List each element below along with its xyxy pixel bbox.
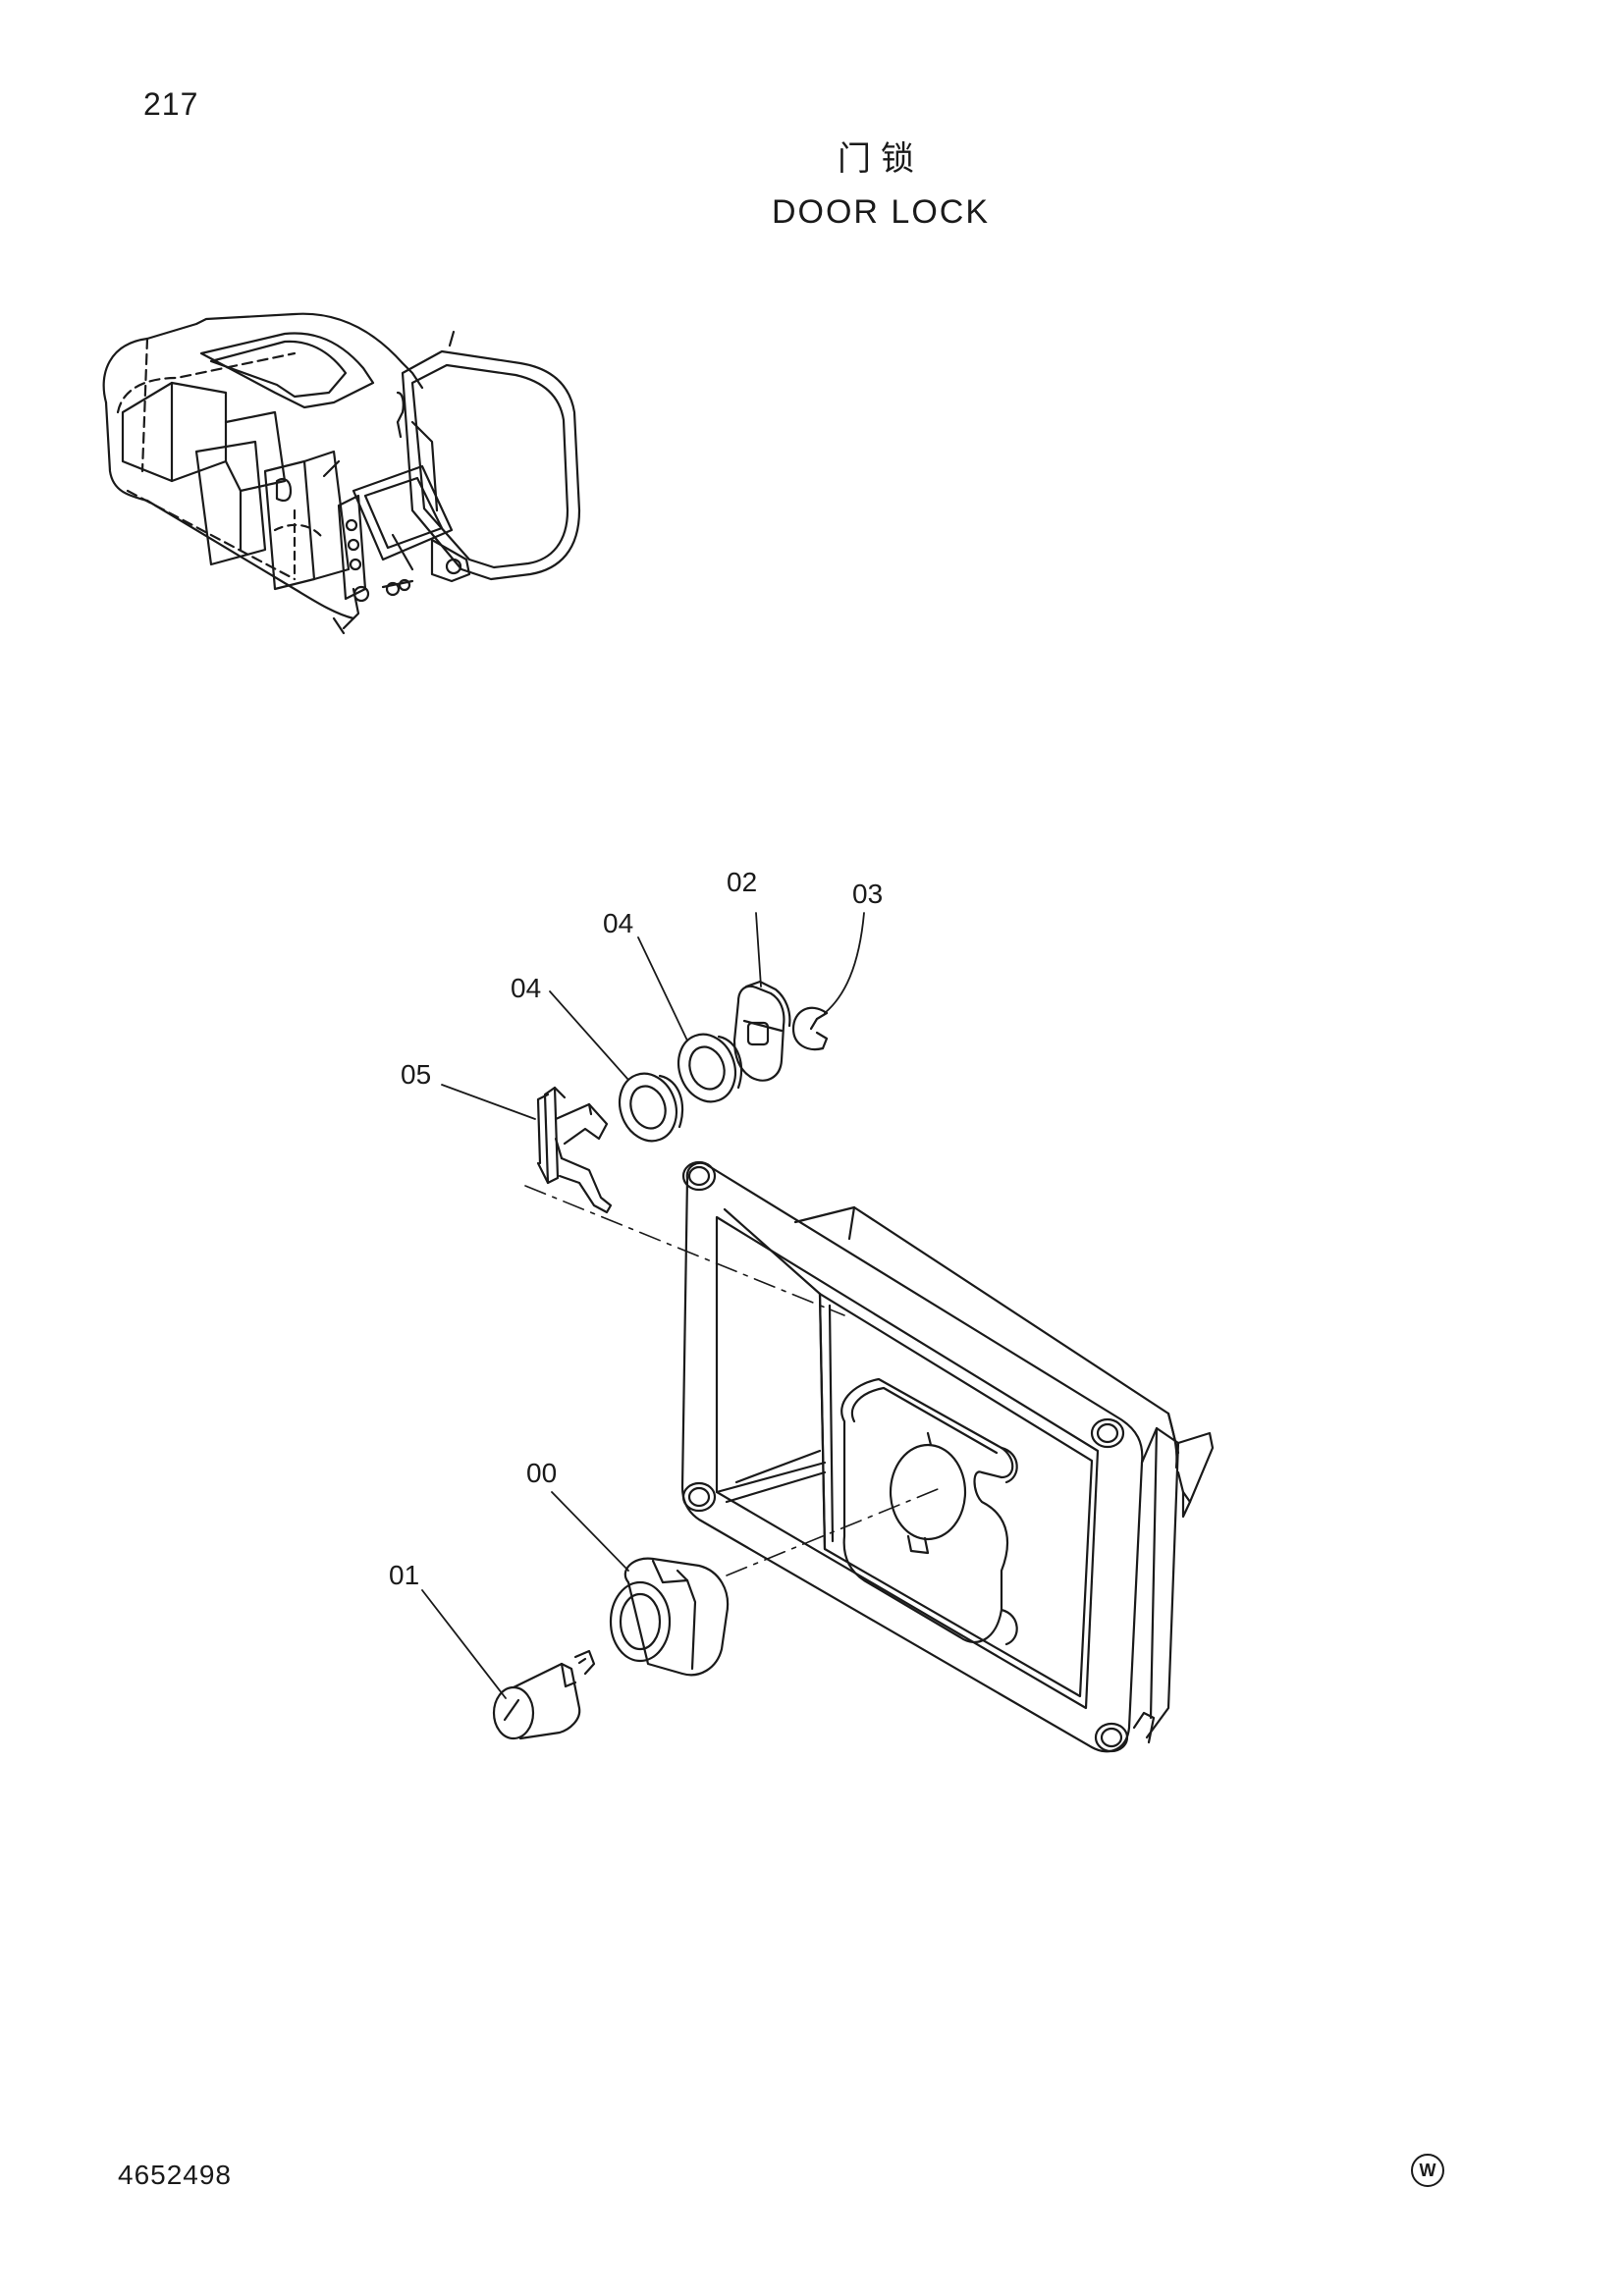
callout-02: 02 xyxy=(727,867,757,897)
callout-03: 03 xyxy=(852,879,883,909)
title-chinese: 门锁 xyxy=(838,139,924,179)
part-03-retaining-clip xyxy=(791,1006,829,1051)
part-01-lock-cylinder xyxy=(492,1649,596,1740)
assembly-lines xyxy=(524,1185,944,1576)
page-title: 门锁 DOOR LOCK xyxy=(0,132,1624,232)
page-number: 217 xyxy=(143,86,199,122)
w-mark: W xyxy=(1411,2154,1444,2187)
title-english: DOOR LOCK xyxy=(771,193,991,231)
callout-01: 01 xyxy=(389,1560,419,1590)
leader-lines xyxy=(421,912,865,1699)
lock-body xyxy=(680,1160,1215,1753)
callout-04-lower: 04 xyxy=(511,973,541,1003)
callout-00: 00 xyxy=(526,1458,557,1488)
part-00-bushing xyxy=(609,1557,730,1677)
callout-05: 05 xyxy=(401,1059,431,1090)
callout-04-upper: 04 xyxy=(603,908,633,938)
callout-labels: 02 03 04 04 05 00 01 xyxy=(389,867,883,1590)
part-04-washer-b xyxy=(677,1033,743,1103)
part-05-spring-clip xyxy=(536,1086,613,1214)
cab-overview-illustration xyxy=(102,312,581,635)
part-04-washer-a xyxy=(618,1072,684,1143)
document-number: 4652498 xyxy=(118,2160,233,2190)
part-02-cam-plate xyxy=(732,980,791,1082)
